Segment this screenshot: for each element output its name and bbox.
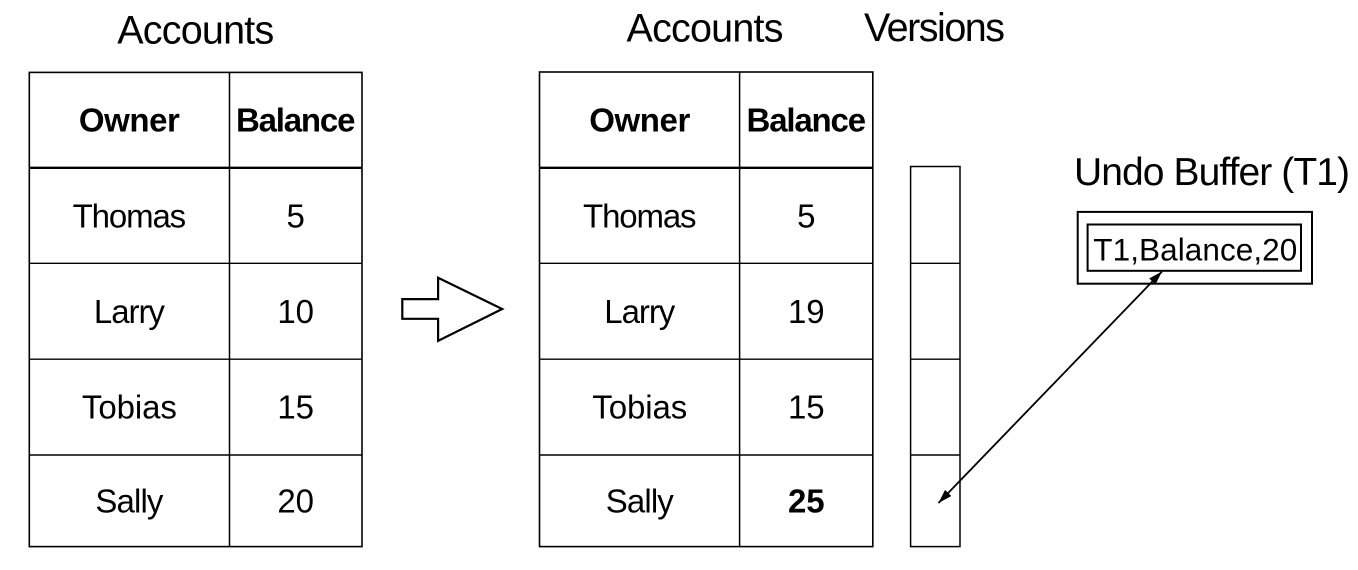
svg-text:Sally: Sally: [606, 483, 675, 520]
svg-text:Owner: Owner: [79, 102, 180, 139]
svg-text:Accounts: Accounts: [117, 9, 274, 53]
svg-text:Accounts: Accounts: [627, 7, 784, 51]
svg-text:Undo Buffer (T1): Undo Buffer (T1): [1074, 151, 1350, 194]
svg-text:19: 19: [788, 293, 825, 330]
svg-text:Balance: Balance: [236, 102, 356, 139]
svg-text:Balance: Balance: [747, 102, 867, 139]
svg-text:10: 10: [277, 293, 314, 330]
svg-text:5: 5: [797, 198, 815, 235]
svg-text:Owner: Owner: [589, 102, 690, 139]
svg-text:5: 5: [287, 198, 305, 235]
svg-text:Tobias: Tobias: [592, 389, 687, 426]
svg-text:20: 20: [277, 483, 314, 520]
svg-text:T1,Balance,20: T1,Balance,20: [1093, 232, 1297, 268]
svg-text:15: 15: [788, 389, 825, 426]
svg-text:Sally: Sally: [95, 483, 164, 520]
svg-text:Versions: Versions: [864, 6, 1005, 50]
svg-text:15: 15: [277, 389, 314, 426]
svg-text:Thomas: Thomas: [583, 198, 697, 235]
svg-text:Tobias: Tobias: [82, 389, 177, 426]
svg-text:Larry: Larry: [94, 293, 166, 330]
svg-text:25: 25: [788, 483, 825, 520]
svg-text:Larry: Larry: [604, 293, 676, 330]
svg-text:Thomas: Thomas: [73, 198, 187, 235]
